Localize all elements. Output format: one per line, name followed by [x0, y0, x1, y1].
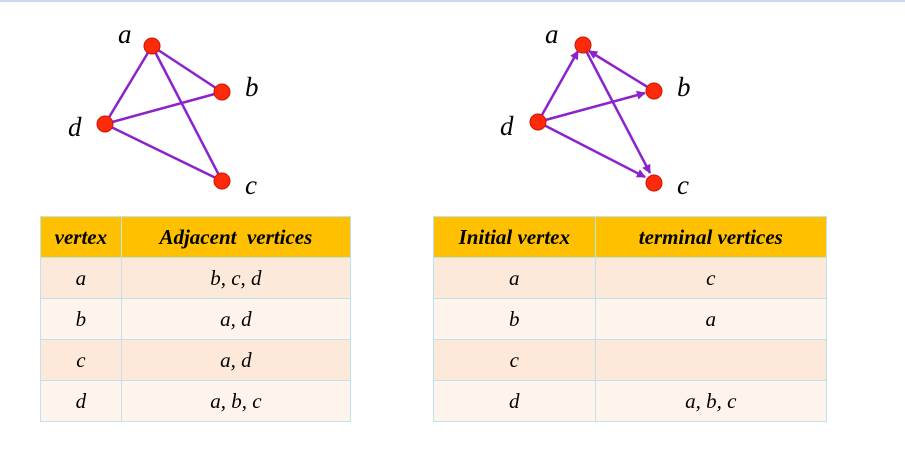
vertex-cell: a — [40, 257, 122, 299]
vertex-d — [529, 113, 547, 131]
vertex-c — [213, 172, 231, 190]
undirected-edges — [103, 44, 224, 183]
vertex-label-a: a — [118, 19, 132, 49]
adjacent-cell: a, b, c — [120, 380, 352, 422]
header-vertex: vertex — [40, 216, 122, 258]
top-divider — [0, 0, 905, 2]
edge-a-c — [150, 45, 224, 182]
arc-d-b — [537, 90, 646, 124]
vertex-label-b: b — [677, 72, 691, 102]
arc-a-c — [581, 44, 652, 174]
arc-d-c — [537, 120, 646, 179]
terminal-cell: c — [594, 257, 828, 299]
vertex-d — [96, 115, 114, 133]
directed-edges — [536, 44, 655, 179]
terminal-cell: a, b, c — [594, 380, 828, 422]
adjacency-list-table: vertex Adjacent vertices a b, c, d b a, … — [40, 216, 352, 422]
table-row: a b, c, d — [40, 257, 352, 299]
table-row: b a — [433, 298, 828, 340]
adjacent-cell: a, d — [120, 298, 352, 340]
adjacent-cell: a, d — [120, 339, 352, 381]
vertex-label-b: b — [245, 72, 259, 102]
edge-d-b — [104, 90, 223, 126]
directed-adjacency-table: Initial vertex terminal vertices a c b a… — [433, 216, 828, 422]
vertex-cell: b — [40, 298, 122, 340]
header-adjacent-vertices: Adjacent vertices — [120, 216, 352, 258]
table-row: a c — [433, 257, 828, 299]
edge-a-b — [151, 44, 223, 94]
adjacent-cell: b, c, d — [120, 257, 352, 299]
table-row: d a, b, c — [433, 380, 828, 422]
directed-graph: a b c d — [500, 19, 691, 200]
vertex-c — [645, 174, 663, 192]
vertex-b — [213, 83, 231, 101]
initial-vertex-cell: b — [433, 298, 596, 340]
vertex-a — [143, 37, 161, 55]
vertex-label-c: c — [245, 170, 257, 200]
initial-vertex-cell: c — [433, 339, 596, 381]
arc-b-a — [588, 49, 655, 93]
vertex-label-c: c — [677, 170, 689, 200]
edge-d-c — [104, 122, 223, 183]
undirected-graph: a b c d — [68, 19, 259, 200]
vertex-label-d: d — [68, 112, 82, 142]
vertex-a — [574, 36, 592, 54]
initial-vertex-cell: d — [433, 380, 596, 422]
vertex-label-d: d — [500, 111, 514, 141]
table-row: c — [433, 339, 828, 381]
arc-d-a — [536, 50, 580, 123]
header-terminal-vertices: terminal vertices — [594, 216, 828, 258]
edge-a-d — [103, 45, 154, 125]
table-row: c a, d — [40, 339, 352, 381]
terminal-cell: a — [594, 298, 828, 340]
vertex-cell: d — [40, 380, 122, 422]
header-initial-vertex: Initial vertex — [433, 216, 596, 258]
vertex-cell: c — [40, 339, 122, 381]
table-row: b a, d — [40, 298, 352, 340]
vertex-label-a: a — [545, 19, 559, 49]
terminal-cell — [594, 339, 828, 381]
table-row: d a, b, c — [40, 380, 352, 422]
vertex-b — [645, 82, 663, 100]
initial-vertex-cell: a — [433, 257, 596, 299]
